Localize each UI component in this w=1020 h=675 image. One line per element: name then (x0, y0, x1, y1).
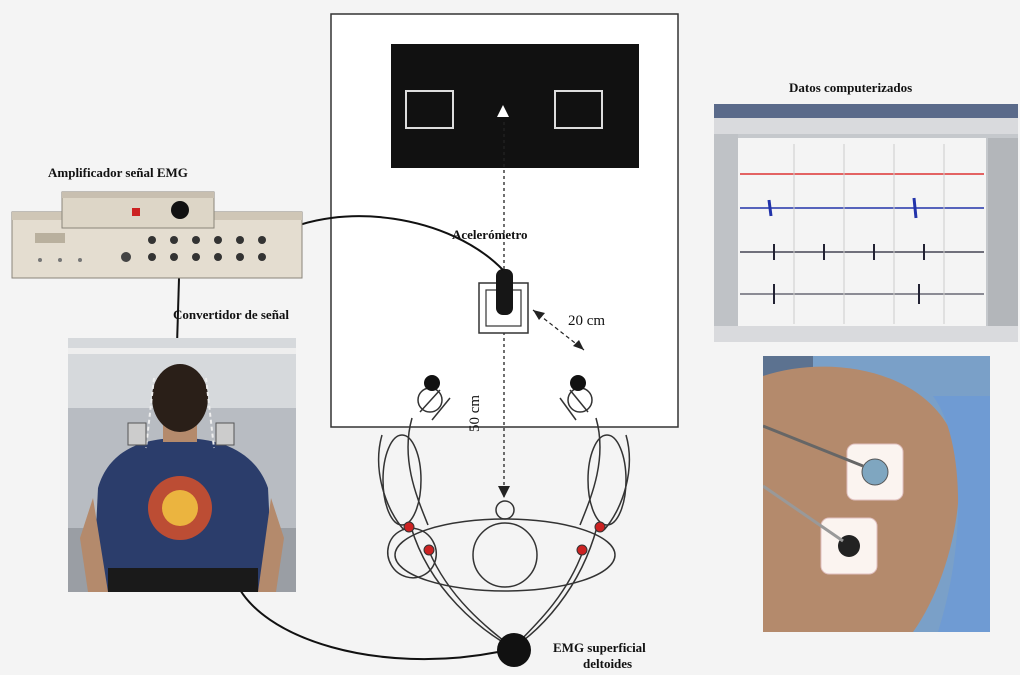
amplifier-label: Amplificador señal EMG (48, 165, 188, 181)
electrode-marker-left-1 (404, 522, 414, 532)
subject-photo (68, 338, 296, 592)
left-hand-grip (424, 375, 440, 391)
shoulder-electrode-photo (763, 356, 990, 632)
electrode-marker-right-2 (577, 545, 587, 555)
computer-data-label: Datos computerizados (789, 80, 912, 96)
emg-hub-dot (497, 633, 531, 667)
computer-data-screenshot (714, 104, 1018, 342)
converter-label: Convertidor de señal (173, 307, 289, 323)
electrode-marker-left-2 (424, 545, 434, 555)
emg-label-line2: deltoides (583, 656, 632, 672)
accelerometer-body (496, 269, 513, 315)
accelerometer-label: Acelerómetro (452, 227, 528, 243)
amplifier-device-image (10, 190, 305, 282)
electrode-marker-right-1 (595, 522, 605, 532)
down-arrow-icon (498, 486, 510, 498)
right-hand-grip (570, 375, 586, 391)
distance-50cm-label: 50 cm (467, 395, 484, 432)
emg-label-line1: EMG superficial (553, 640, 646, 656)
distance-20cm-label: 20 cm (568, 313, 605, 330)
